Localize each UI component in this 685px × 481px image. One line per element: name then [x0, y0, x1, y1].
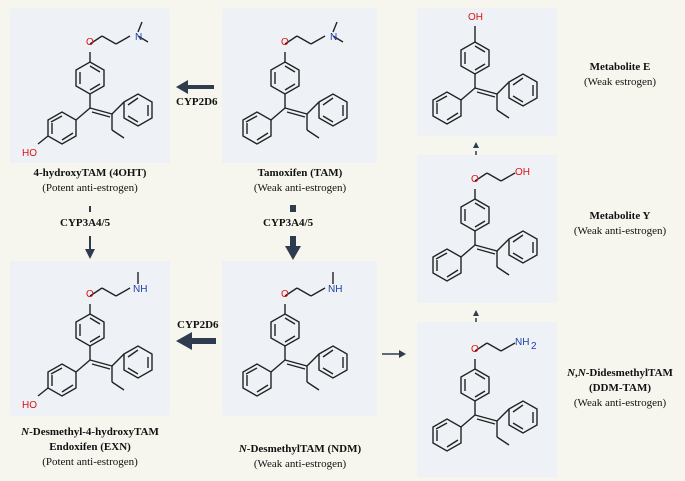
panel-ddm-tam [417, 322, 557, 477]
label-4ohtam: 4-hydroxyTAM (4OHT) (Potent anti-estroge… [0, 166, 180, 196]
label-endoxifen: N-Desmethyl-4-hydroxyTAM Endoxifen (EXN)… [0, 425, 180, 470]
compound-activity: (Weak anti-estrogen) [573, 397, 667, 409]
enzyme-label-cyp2d6-bottom: CYP2D6 [177, 319, 219, 331]
label-metabolite-e: Metabolite E (Weak estrogen) [560, 60, 680, 90]
molecule-metabolite-y [432, 172, 538, 282]
svg-text:N: N [330, 32, 337, 43]
compound-activity: (Weak anti-estrogen) [253, 458, 347, 470]
molecule-metabolite-e [432, 26, 538, 125]
molecule-tamoxifen [242, 21, 348, 145]
compound-activity: (Weak anti-estrogen) [573, 225, 667, 237]
compound-name: N-DesmethylTAM (NDM) [238, 443, 362, 455]
svg-text:N: N [135, 32, 142, 43]
amine-label: NH [515, 337, 529, 348]
oxygen-atom: O [86, 289, 94, 300]
hydroxyl-label: HO [22, 148, 37, 159]
label-ddm-tam: N,N-DidesmethylTAM (DDM-TAM) (Weak anti-… [555, 366, 685, 411]
compound-name-2: Endoxifen (EXN) [49, 441, 131, 453]
compound-name: Tamoxifen (TAM) [257, 167, 343, 179]
panel-4ohtam [10, 8, 170, 163]
panel-endoxifen [10, 261, 170, 416]
arrow-metabolite-y-to-e [473, 142, 479, 155]
compound-name: N,N-DidesmethylTAM [567, 367, 673, 379]
hydroxyl-label: HO [22, 400, 37, 411]
oxygen-atom: O [471, 344, 479, 355]
label-tamoxifen: Tamoxifen (TAM) (Weak anti-estrogen) [210, 166, 390, 196]
compound-name: N-Desmethyl-4-hydroxyTAM [21, 426, 159, 438]
molecule-ndm [242, 272, 348, 397]
enzyme-label-cyp3a45-center: CYP3A4/5 [263, 217, 314, 229]
oxygen-atom: O [281, 37, 289, 48]
oxygen-atom: O [281, 289, 289, 300]
compound-name: 4-hydroxyTAM (4OHT) [33, 167, 147, 179]
molecule-4ohtam [37, 21, 153, 145]
label-ndm: N-DesmethylTAM (NDM) (Weak anti-estrogen… [200, 442, 400, 472]
compound-activity: (Potent anti-estrogen) [42, 456, 138, 468]
arrow-ndm-to-endoxifen [176, 332, 216, 350]
label-metabolite-y: Metabolite Y (Weak anti-estrogen) [555, 209, 685, 239]
compound-name: Metabolite Y [589, 210, 651, 222]
oxygen-atom: O [471, 174, 479, 185]
hydroxyl-label: OH [468, 12, 483, 23]
panel-metabolite-y [417, 155, 557, 303]
amine-label: NH [133, 284, 147, 295]
enzyme-label-cyp3a45-left: CYP3A4/5 [60, 217, 111, 229]
amine-label: NH [328, 284, 342, 295]
molecule-ddm-tam [432, 342, 538, 452]
compound-name-2: (DDM-TAM) [588, 382, 652, 394]
compound-activity: (Potent anti-estrogen) [42, 182, 138, 194]
arrow-ndm-to-ddm [382, 350, 406, 358]
hydroxyl-label: OH [515, 167, 530, 178]
molecule-endoxifen [37, 272, 153, 397]
arrow-tam-to-ndm [285, 205, 301, 260]
compound-name: Metabolite E [589, 61, 651, 73]
enzyme-label-cyp2d6-top: CYP2D6 [176, 96, 218, 108]
oxygen-atom: O [86, 37, 94, 48]
panel-metabolite-e [417, 8, 557, 136]
arrow-tam-to-4ohtam [176, 80, 214, 94]
arrow-ddm-to-metabolite-y [473, 310, 479, 322]
compound-activity: (Weak estrogen) [583, 76, 657, 88]
arrow-4ohtam-to-endoxifen [85, 206, 95, 259]
compound-activity: (Weak anti-estrogen) [253, 182, 347, 194]
svg-text:2: 2 [531, 341, 537, 352]
